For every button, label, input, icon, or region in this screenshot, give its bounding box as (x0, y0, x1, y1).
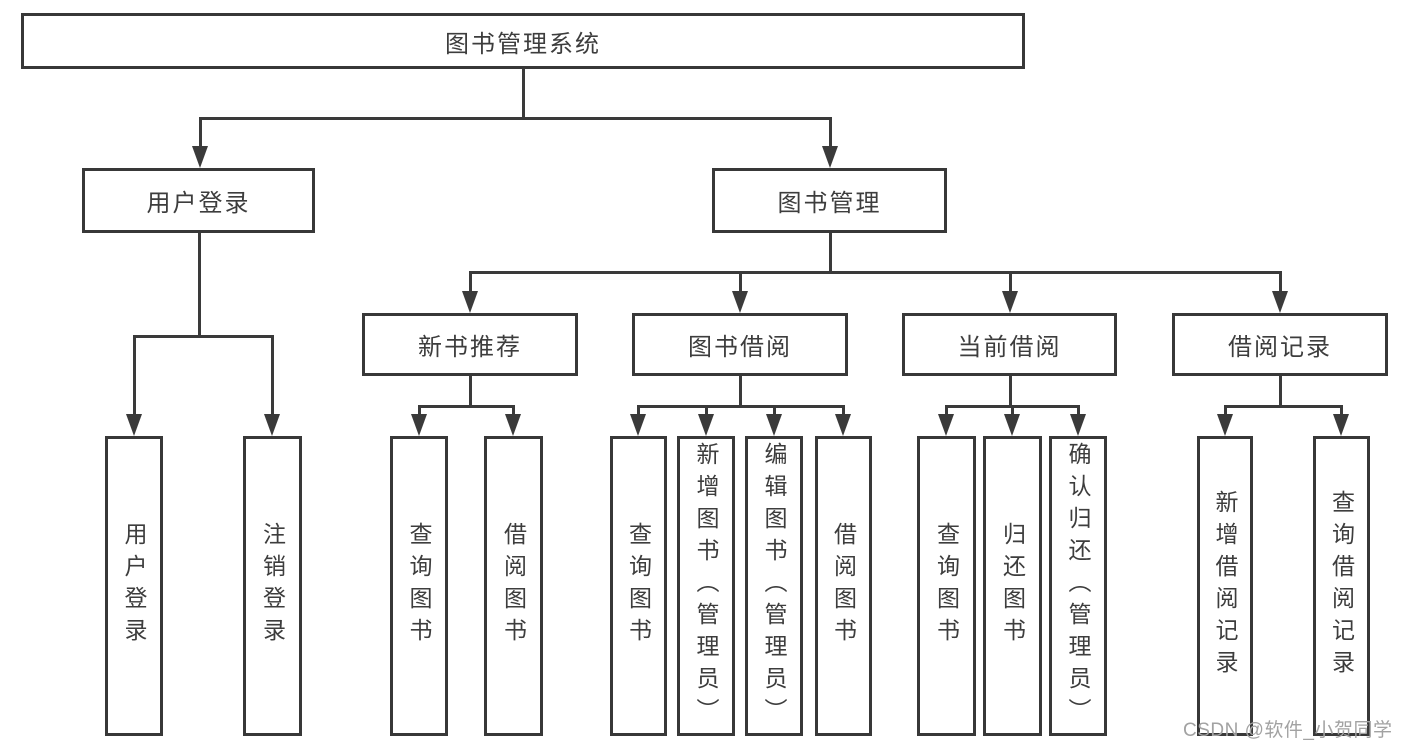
node-label: 新增借阅记录 (1212, 490, 1238, 682)
leaf-borrow-books-borrow: 借阅图书 (815, 436, 872, 736)
connector-line (1279, 271, 1282, 295)
connector-line (469, 271, 1281, 274)
arrowhead-icon (766, 414, 782, 436)
arrowhead-icon (1217, 414, 1233, 436)
node-user-login: 用户登录 (82, 168, 315, 233)
connector-line (1224, 405, 1227, 418)
leaf-logout: 注销登录 (243, 436, 302, 736)
node-borrow-records: 借阅记录 (1172, 313, 1388, 376)
arrowhead-icon (505, 414, 521, 436)
node-label: 查询图书 (625, 522, 652, 650)
node-new-book-recommend: 新书推荐 (362, 313, 578, 376)
arrowhead-icon (192, 146, 208, 168)
node-root: 图书管理系统 (21, 13, 1025, 69)
connector-line (199, 117, 831, 120)
node-label: 借阅图书 (500, 522, 527, 650)
connector-line (637, 405, 640, 418)
leaf-query-books-recommend: 查询图书 (390, 436, 448, 736)
connector-line (773, 405, 776, 418)
arrowhead-icon (1002, 291, 1018, 313)
node-label: 新书推荐 (418, 334, 522, 361)
leaf-query-borrow-record: 查询借阅记录 (1313, 436, 1370, 736)
node-label: 注销登录 (259, 522, 286, 650)
leaf-add-borrow-record: 新增借阅记录 (1197, 436, 1253, 736)
connector-line (1224, 405, 1342, 408)
node-label: 查询图书 (933, 522, 960, 650)
connector-line (739, 376, 742, 406)
connector-line (637, 405, 844, 408)
leaf-confirm-return-admin: 确认归还（管理员） (1049, 436, 1107, 736)
leaf-user-login: 用户登录 (105, 436, 163, 736)
leaf-edit-book-admin: 编辑图书（管理员） (745, 436, 803, 736)
arrowhead-icon (411, 414, 427, 436)
node-label: 当前借阅 (957, 334, 1062, 361)
connector-line (522, 68, 525, 118)
connector-line (198, 233, 201, 336)
connector-line (199, 117, 202, 150)
connector-line (469, 271, 472, 295)
arrowhead-icon (835, 414, 851, 436)
arrowhead-icon (126, 414, 142, 436)
node-label: 查询图书 (406, 522, 432, 650)
node-label: 借阅图书 (830, 522, 857, 650)
connector-line (1279, 376, 1282, 406)
arrowhead-icon (1333, 414, 1349, 436)
connector-line (133, 335, 273, 338)
connector-line (945, 405, 948, 418)
node-current-borrow: 当前借阅 (902, 313, 1117, 376)
connector-line (418, 405, 421, 418)
connector-line (1009, 376, 1012, 406)
leaf-query-books-borrow: 查询图书 (610, 436, 667, 736)
arrowhead-icon (822, 146, 838, 168)
arrowhead-icon (1070, 414, 1086, 436)
leaf-query-books-current: 查询图书 (917, 436, 976, 736)
arrowhead-icon (732, 291, 748, 313)
connector-line (705, 405, 708, 418)
watermark: CSDN @软件_小贺同学 (1183, 720, 1393, 741)
node-label: 新增图书（管理员） (693, 442, 719, 730)
leaf-borrow-books-recommend: 借阅图书 (484, 436, 543, 736)
arrowhead-icon (1272, 291, 1288, 313)
node-label: 图书管理 (777, 190, 882, 217)
arrowhead-icon (698, 414, 714, 436)
node-label: 图书借阅 (688, 334, 792, 361)
connector-line (829, 117, 832, 150)
node-label: 查询借阅记录 (1328, 490, 1355, 682)
node-label: 编辑图书（管理员） (761, 442, 787, 730)
connector-line (842, 405, 845, 418)
connector-line (469, 376, 472, 406)
connector-line (271, 335, 274, 417)
connector-line (512, 405, 515, 418)
node-label: 图书管理系统 (445, 30, 601, 58)
leaf-add-book-admin: 新增图书（管理员） (677, 436, 735, 736)
node-label: 确认归还（管理员） (1065, 442, 1091, 730)
node-label: 归还图书 (999, 522, 1026, 650)
node-label: 用户登录 (146, 190, 251, 217)
arrowhead-icon (630, 414, 646, 436)
node-label: 用户登录 (121, 522, 147, 650)
node-book-management: 图书管理 (712, 168, 947, 233)
connector-line (1009, 271, 1012, 295)
connector-line (1077, 405, 1080, 418)
connector-line (133, 335, 136, 417)
arrowhead-icon (462, 291, 478, 313)
arrowhead-icon (1004, 414, 1020, 436)
arrowhead-icon (264, 414, 280, 436)
connector-line (1340, 405, 1343, 418)
arrowhead-icon (938, 414, 954, 436)
node-label: 借阅记录 (1228, 334, 1332, 361)
connector-line (739, 271, 742, 295)
connector-line (1011, 405, 1014, 418)
leaf-return-book: 归还图书 (983, 436, 1042, 736)
connector-line (829, 233, 832, 272)
connector-line (418, 405, 514, 408)
node-book-borrow: 图书借阅 (632, 313, 848, 376)
